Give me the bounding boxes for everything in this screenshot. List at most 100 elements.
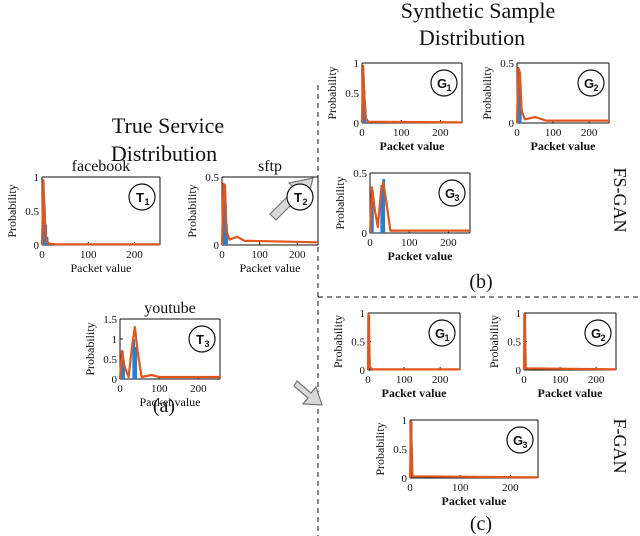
x-axis-label: Packet value [442, 494, 508, 508]
bar [134, 347, 138, 379]
y-tick-label: 0 [402, 473, 408, 485]
label-circle-icon [577, 69, 605, 97]
y-tick-label: 1 [402, 415, 408, 427]
bar [132, 339, 136, 379]
y-tick-label: 1 [354, 58, 360, 70]
x-tick-label: 0 [365, 374, 371, 386]
x-tick-label: 200 [588, 374, 605, 386]
y-tick-label: 0.5 [507, 337, 521, 349]
y-tick-label: 1 [34, 172, 40, 184]
series-line [40, 179, 160, 246]
x-tick-label: 0 [521, 374, 527, 386]
x-tick-label: 100 [552, 374, 569, 386]
x-tick-label: 200 [432, 127, 449, 139]
x-tick-label: 200 [126, 249, 143, 261]
bar [518, 93, 522, 123]
side-label-f-gan: F-GAN [610, 418, 630, 473]
y-tick-label: 1 [112, 334, 118, 346]
series-line [360, 64, 463, 124]
x-tick-label: 200 [432, 374, 449, 386]
heading-true-line1: True Service [112, 113, 224, 138]
label-circle-icon [128, 183, 156, 211]
x-tick-label: 200 [581, 127, 598, 139]
caption-b: (b) [469, 271, 492, 293]
x-tick-label: 100 [401, 237, 418, 249]
x-tick-label: 100 [80, 249, 97, 261]
x-tick-label: 0 [514, 127, 520, 139]
label-circle-icon [584, 319, 612, 347]
chart-title: facebook [72, 158, 131, 175]
label-subscript: 2 [600, 333, 605, 343]
label-letter: T [196, 332, 204, 347]
x-axis-label: Packet value [140, 395, 201, 409]
x-tick-label: 200 [502, 482, 519, 494]
y-tick-label: 0 [360, 365, 366, 377]
x-tick-label: 0 [367, 237, 373, 249]
chart-title: youtube [144, 300, 196, 317]
bar [362, 90, 366, 123]
caption-a: (a) [153, 395, 175, 417]
heading-synthetic-line1: Synthetic Sample [401, 0, 556, 23]
series-line [515, 66, 609, 124]
series-line [368, 181, 470, 234]
side-label-fs-gan: FS-GAN [610, 167, 630, 232]
label-letter: T [136, 190, 144, 205]
y-tick-label: 1 [516, 308, 522, 320]
heading-synthetic-line2: Distribution [419, 25, 525, 50]
bar [370, 191, 374, 233]
label-subscript: 2 [593, 83, 598, 93]
label-circle-icon [438, 179, 466, 207]
label-letter: G [435, 326, 445, 341]
label-subscript: 1 [446, 83, 451, 93]
y-tick-label: 1 [360, 308, 366, 320]
label-letter: G [591, 326, 601, 341]
chart-title: sftp [258, 158, 282, 175]
x-tick-label: 0 [117, 383, 123, 395]
y-axis-label: Probability [487, 315, 501, 368]
x-tick-label: 0 [219, 249, 225, 261]
label-subscript: 1 [444, 333, 449, 343]
x-tick-label: 100 [251, 249, 268, 261]
x-tick-label: 200 [190, 383, 207, 395]
label-letter: G [584, 76, 594, 91]
y-tick-label: 0.5 [103, 354, 117, 366]
y-axis-label: Probability [325, 66, 339, 119]
x-tick-label: 100 [396, 374, 413, 386]
label-subscript: 3 [204, 339, 209, 349]
x-axis-label: Packet value [380, 139, 446, 153]
y-tick-label: 0.5 [500, 58, 514, 70]
heading-true-line2: Distribution [111, 141, 217, 166]
bar [382, 179, 386, 233]
label-letter: G [445, 186, 455, 201]
y-tick-label: 0 [509, 118, 515, 130]
bar [122, 363, 125, 379]
series-line [522, 313, 617, 371]
label-subscript: 3 [522, 440, 527, 450]
y-tick-label: 1.5 [103, 314, 117, 326]
y-tick-label: 0.5 [351, 337, 365, 349]
y-axis-label: Probability [480, 66, 494, 119]
y-axis-label: Probability [83, 322, 97, 375]
label-subscript: 2 [302, 197, 307, 207]
y-axis-label: Probability [331, 315, 345, 368]
y-axis-label: Probability [185, 184, 199, 237]
y-tick-label: 0.5 [345, 88, 359, 100]
label-circle-icon [428, 319, 456, 347]
y-tick-label: 0.5 [25, 206, 39, 218]
x-tick-label: 0 [407, 482, 413, 494]
x-axis-label: Packet value [71, 261, 132, 275]
x-tick-label: 100 [452, 482, 469, 494]
label-subscript: 1 [144, 197, 149, 207]
x-tick-label: 0 [39, 249, 45, 261]
label-circle-icon [286, 183, 314, 211]
bar [225, 224, 228, 245]
y-tick-label: 0 [516, 365, 522, 377]
